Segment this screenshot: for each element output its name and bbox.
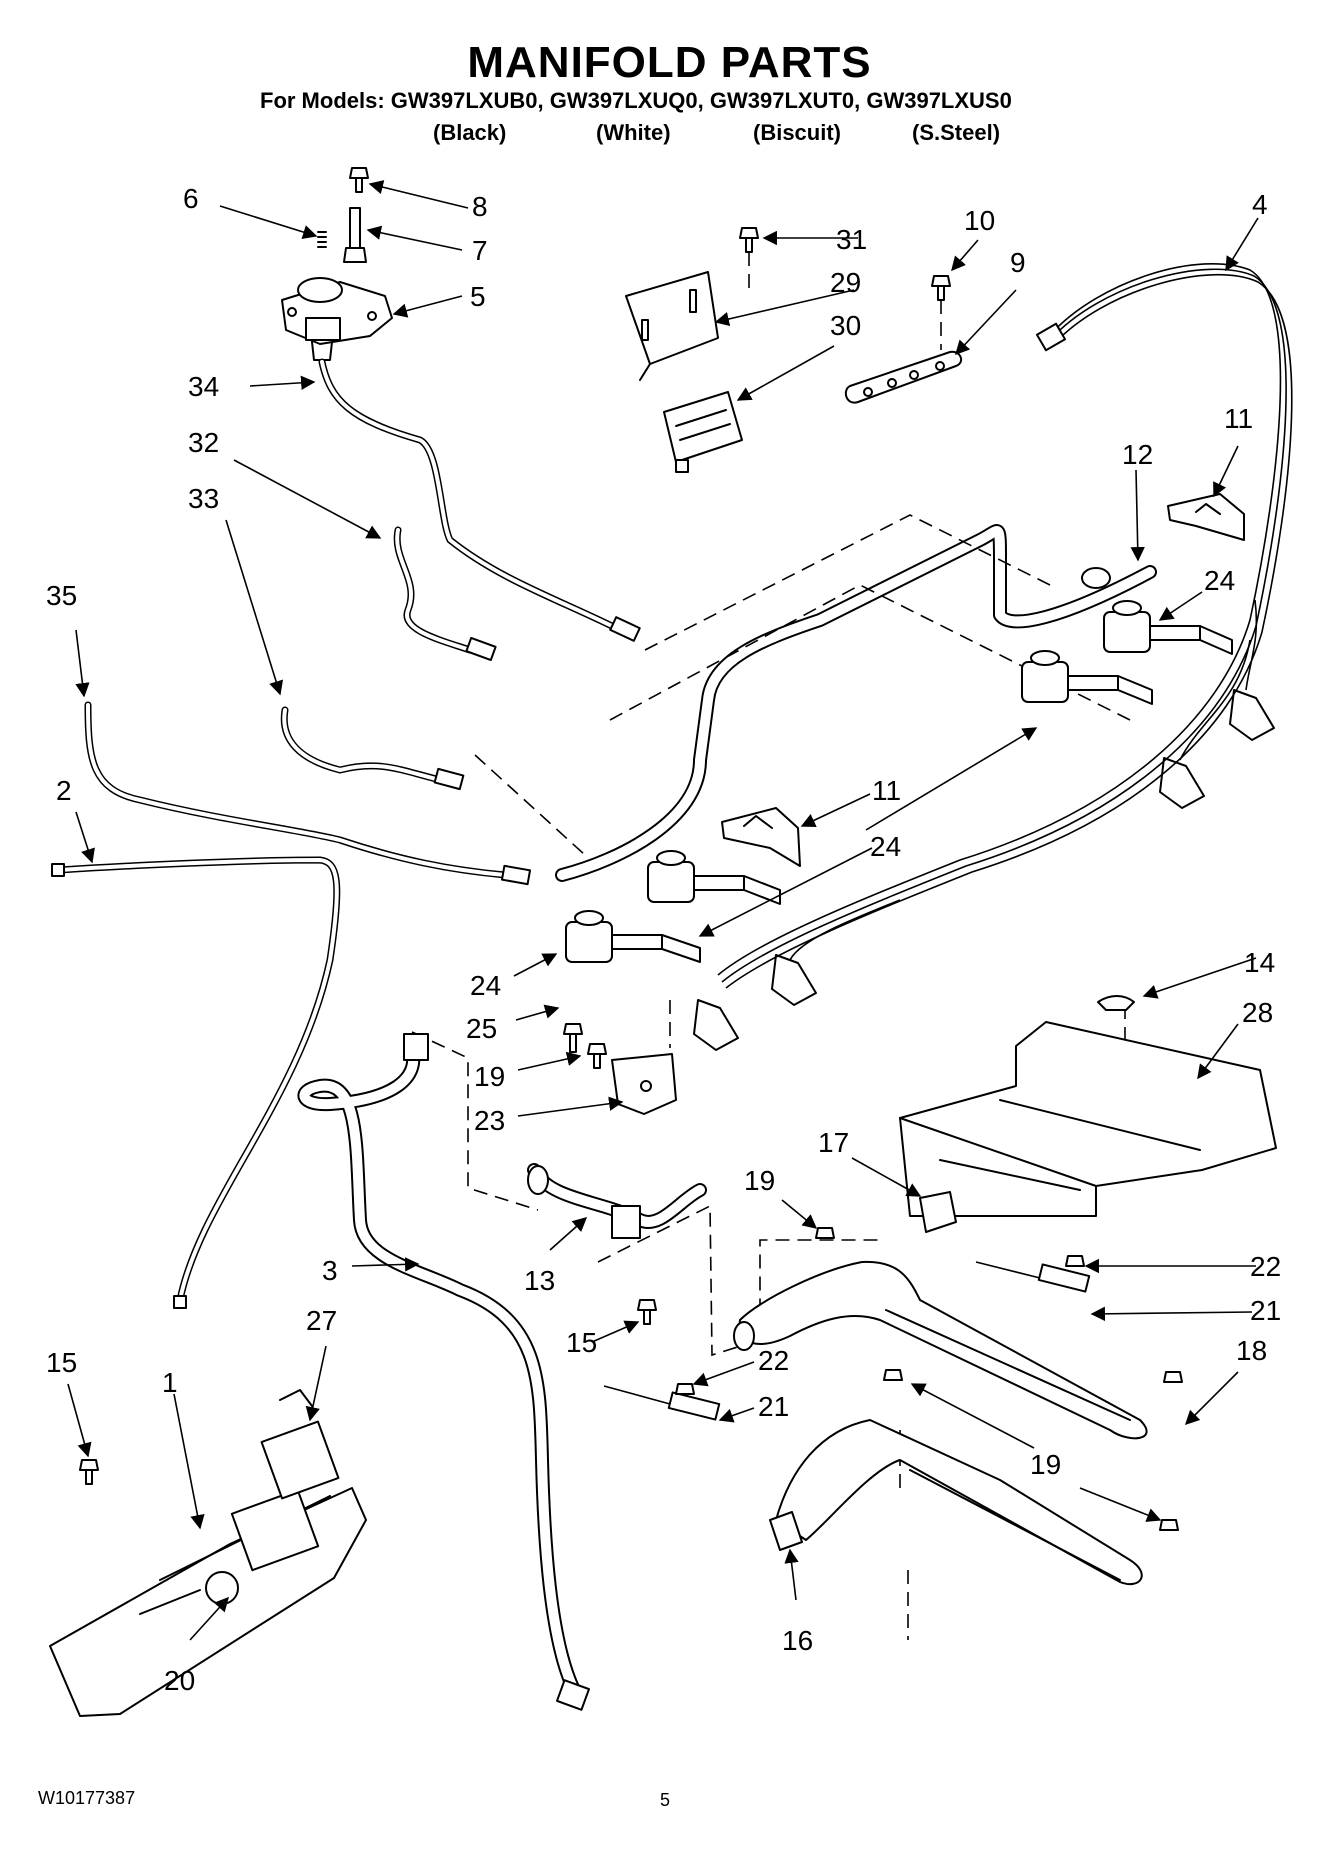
- switch-brackets: [693, 689, 1275, 1051]
- callout-29: 29: [830, 267, 861, 298]
- callout-18: 18: [1236, 1335, 1267, 1366]
- models-line: For Models: GW397LXUB0, GW397LXUQ0, GW39…: [260, 88, 1012, 113]
- part-19-screws-lower: [815, 1227, 1183, 1531]
- part-19-screw-upper: [587, 1043, 607, 1069]
- callout-2: 2: [56, 775, 72, 806]
- callout-11-upper: 11: [1224, 403, 1253, 434]
- part-10-screw: [931, 275, 951, 350]
- part-16-burner-lower: [769, 1419, 1143, 1586]
- callout-24-front: 24: [470, 970, 501, 1001]
- part-5-valve-base: [281, 277, 393, 361]
- part-22-screws: [675, 1255, 1085, 1395]
- callout-3: 3: [322, 1255, 338, 1286]
- callout-13: 13: [524, 1265, 555, 1296]
- callout-25: 25: [466, 1013, 497, 1044]
- callout-21-left: 21: [758, 1391, 789, 1422]
- callout-21-right: 21: [1250, 1295, 1281, 1326]
- callout-24-mid: 24: [870, 831, 901, 862]
- part-28-shield: [899, 1021, 1277, 1217]
- part-4-wire-harness: [717, 263, 1293, 989]
- callout-19-mid: 19: [744, 1165, 775, 1196]
- callout-10: 10: [964, 205, 995, 236]
- part-24-valve-mid: [647, 850, 781, 905]
- callout-35: 35: [46, 580, 77, 611]
- part-6-spring: [317, 231, 327, 248]
- callout-14: 14: [1244, 947, 1275, 978]
- part-11-bracket-upper: [1167, 493, 1245, 541]
- callout-28: 28: [1242, 997, 1273, 1028]
- part-1-regulator-assembly: [49, 1389, 367, 1717]
- part-14-wing-nut: [1097, 995, 1135, 1011]
- callout-6: 6: [183, 183, 199, 214]
- callout-17: 17: [818, 1127, 849, 1158]
- part-25-screw: [563, 1023, 583, 1053]
- part-15-screw-mid: [637, 1299, 657, 1325]
- tube-2: [51, 856, 341, 1309]
- callout-20: 20: [164, 1665, 195, 1696]
- part-15-screw-left: [79, 1459, 99, 1485]
- part-21-ignitor-right: [975, 1261, 1091, 1293]
- callout-9: 9: [1010, 247, 1026, 278]
- callout-15-left: 15: [46, 1347, 77, 1378]
- tube-34: [318, 358, 641, 642]
- part-29-bracket: [625, 271, 719, 381]
- callout-22-left: 22: [758, 1345, 789, 1376]
- callout-33: 33: [188, 483, 219, 514]
- part-9-strap: [844, 350, 963, 404]
- part-8-screw: [349, 167, 369, 193]
- callout-7: 7: [472, 235, 488, 266]
- document-number: W10177387: [38, 1788, 136, 1808]
- part-23-bracket: [611, 1053, 677, 1115]
- callout-24-right: 24: [1204, 565, 1235, 596]
- parts-drawing: [49, 167, 1293, 1717]
- callout-27: 27: [306, 1305, 337, 1336]
- part-24-valve-front: [565, 910, 701, 963]
- callout-5: 5: [470, 281, 486, 312]
- tube-35: [84, 701, 532, 886]
- part-18-burner-upper: [733, 1260, 1148, 1440]
- callout-4: 4: [1252, 189, 1268, 220]
- part-17-bracket: [919, 1191, 957, 1233]
- callout-34: 34: [188, 371, 219, 402]
- part-21-ignitor-left: [603, 1385, 721, 1421]
- part-3-gas-tube: [297, 1033, 590, 1711]
- part-13-elbow: [527, 1163, 707, 1239]
- callout-30: 30: [830, 310, 861, 341]
- callout-22-right: 22: [1250, 1251, 1281, 1282]
- page-title: MANIFOLD PARTS: [467, 38, 872, 87]
- callout-15-mid: 15: [566, 1327, 597, 1358]
- callout-1: 1: [162, 1367, 178, 1398]
- callout-19-upper: 19: [474, 1061, 505, 1092]
- callout-19-lower: 19: [1030, 1449, 1061, 1480]
- tube-32: [393, 526, 497, 662]
- part-11-bracket-lower: [721, 807, 801, 867]
- part-24-valve-right-lower: [1021, 650, 1153, 705]
- page-number: 5: [660, 1790, 671, 1810]
- callout-31: 31: [836, 224, 867, 255]
- part-30-terminal-block: [663, 391, 743, 473]
- part-24-valve-right-upper: [1103, 600, 1233, 655]
- callout-23: 23: [474, 1105, 505, 1136]
- tube-33: [280, 706, 465, 791]
- part-7-electrode: [343, 207, 367, 263]
- callout-8: 8: [472, 191, 488, 222]
- part-12-manifold-pipe: [555, 524, 1157, 882]
- callout-numbers: 6 8 7 5 31 29 30 10 9 4 11 12 24 34 32 3…: [46, 183, 1281, 1696]
- part-31-screw: [739, 227, 759, 290]
- finish-white: (White): [596, 120, 671, 145]
- callout-32: 32: [188, 427, 219, 458]
- callout-16: 16: [782, 1625, 813, 1656]
- callout-12: 12: [1122, 439, 1153, 470]
- leader-lines: [67, 180, 1259, 1641]
- callout-11-lower: 11: [872, 775, 901, 806]
- finish-biscuit: (Biscuit): [753, 120, 841, 145]
- finish-ssteel: (S.Steel): [912, 120, 1001, 145]
- finish-black: (Black): [433, 120, 507, 145]
